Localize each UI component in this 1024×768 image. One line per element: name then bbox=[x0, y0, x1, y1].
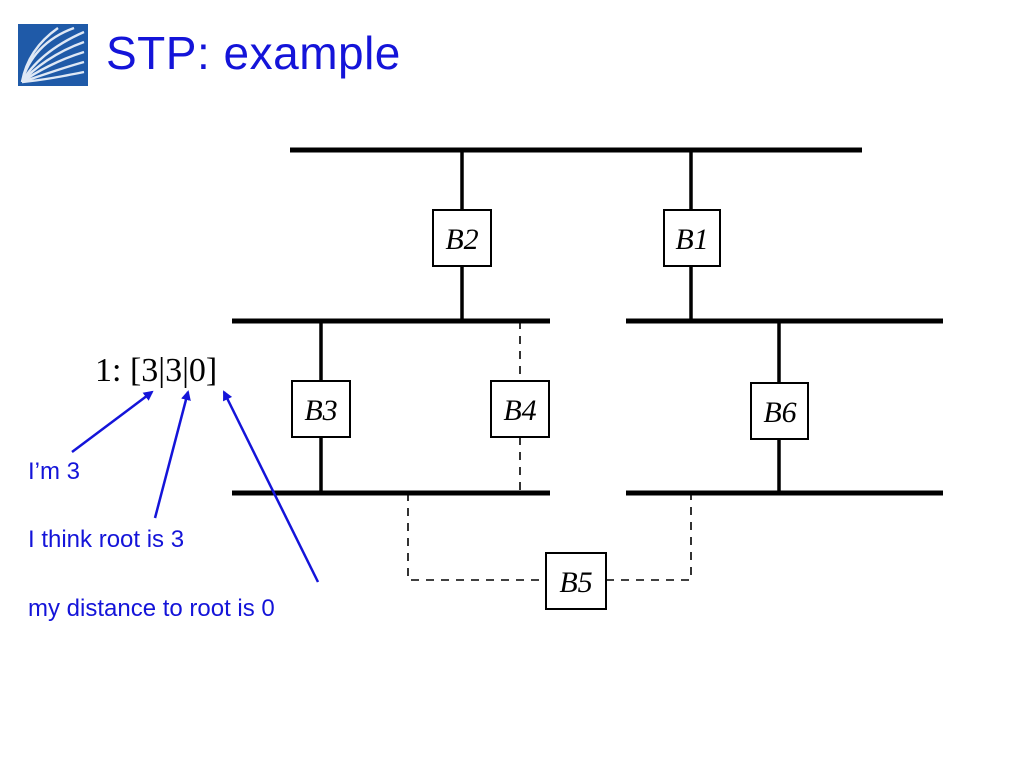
arrow-root bbox=[153, 390, 191, 519]
bridge-b3-box bbox=[291, 380, 351, 438]
page-title: STP: example bbox=[106, 27, 401, 79]
bridge-b5-label: B5 bbox=[559, 566, 592, 599]
bridge-b2-label: B2 bbox=[445, 223, 478, 256]
bridge-b6-box bbox=[750, 382, 809, 440]
bridge-b2-box bbox=[432, 209, 492, 267]
annotation-distance: my distance to root is 0 bbox=[28, 595, 275, 622]
bridge-b1-label: B1 bbox=[675, 223, 708, 256]
logo-icon bbox=[18, 24, 88, 86]
annotation-id: I’m 3 bbox=[28, 458, 81, 485]
arrow-distance bbox=[222, 390, 320, 583]
link-b5-right bbox=[606, 493, 692, 581]
bridge-b4-box bbox=[490, 380, 550, 438]
bridge-b4-label: B4 bbox=[503, 394, 536, 427]
bpdu-message: 1: [3|3|0] bbox=[95, 352, 217, 389]
link-b5-left bbox=[407, 493, 546, 581]
bridge-b5-box bbox=[545, 552, 607, 610]
bridge-b1-box bbox=[663, 209, 721, 267]
bridge-b3-label: B3 bbox=[304, 394, 337, 427]
bridge-b6-label: B6 bbox=[763, 396, 796, 429]
arrow-id bbox=[71, 390, 154, 453]
annotation-root: I think root is 3 bbox=[28, 526, 185, 553]
